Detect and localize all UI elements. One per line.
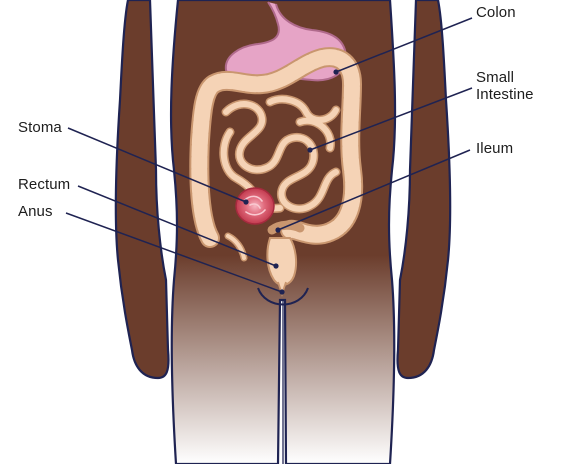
- label-colon: Colon: [476, 4, 516, 21]
- rectum: [267, 238, 296, 285]
- stoma: [236, 188, 274, 224]
- label-rectum: Rectum: [18, 176, 70, 193]
- label-stoma: Stoma: [18, 119, 62, 136]
- label-small-intestine: Small Intestine: [476, 69, 534, 103]
- label-anus: Anus: [18, 203, 53, 220]
- label-ileum: Ileum: [476, 140, 513, 157]
- left-arm: [116, 0, 169, 378]
- right-arm: [397, 0, 450, 378]
